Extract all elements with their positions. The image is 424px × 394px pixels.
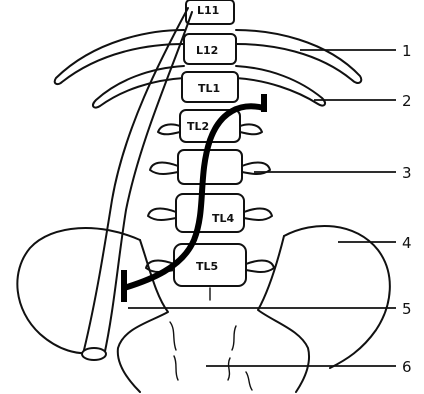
callout-1: 1 (402, 42, 412, 60)
label-tl4: TL4 (212, 212, 235, 225)
callout-numbers: 1 2 3 4 5 6 (402, 42, 412, 376)
vertebra-tl3 (178, 150, 242, 184)
left-ribs (55, 30, 184, 108)
label-tl1: TL1 (198, 82, 220, 95)
right-ribs (236, 30, 361, 106)
label-l11: L11 (197, 4, 219, 17)
label-tl5: TL5 (196, 260, 218, 273)
label-tl2: TL2 (187, 120, 209, 133)
callout-5: 5 (402, 300, 412, 318)
callout-2: 2 (402, 92, 412, 110)
callout-4: 4 (402, 234, 412, 252)
callout-6: 6 (402, 358, 412, 376)
label-l12: L12 (196, 44, 218, 57)
callout-3: 3 (402, 164, 412, 182)
